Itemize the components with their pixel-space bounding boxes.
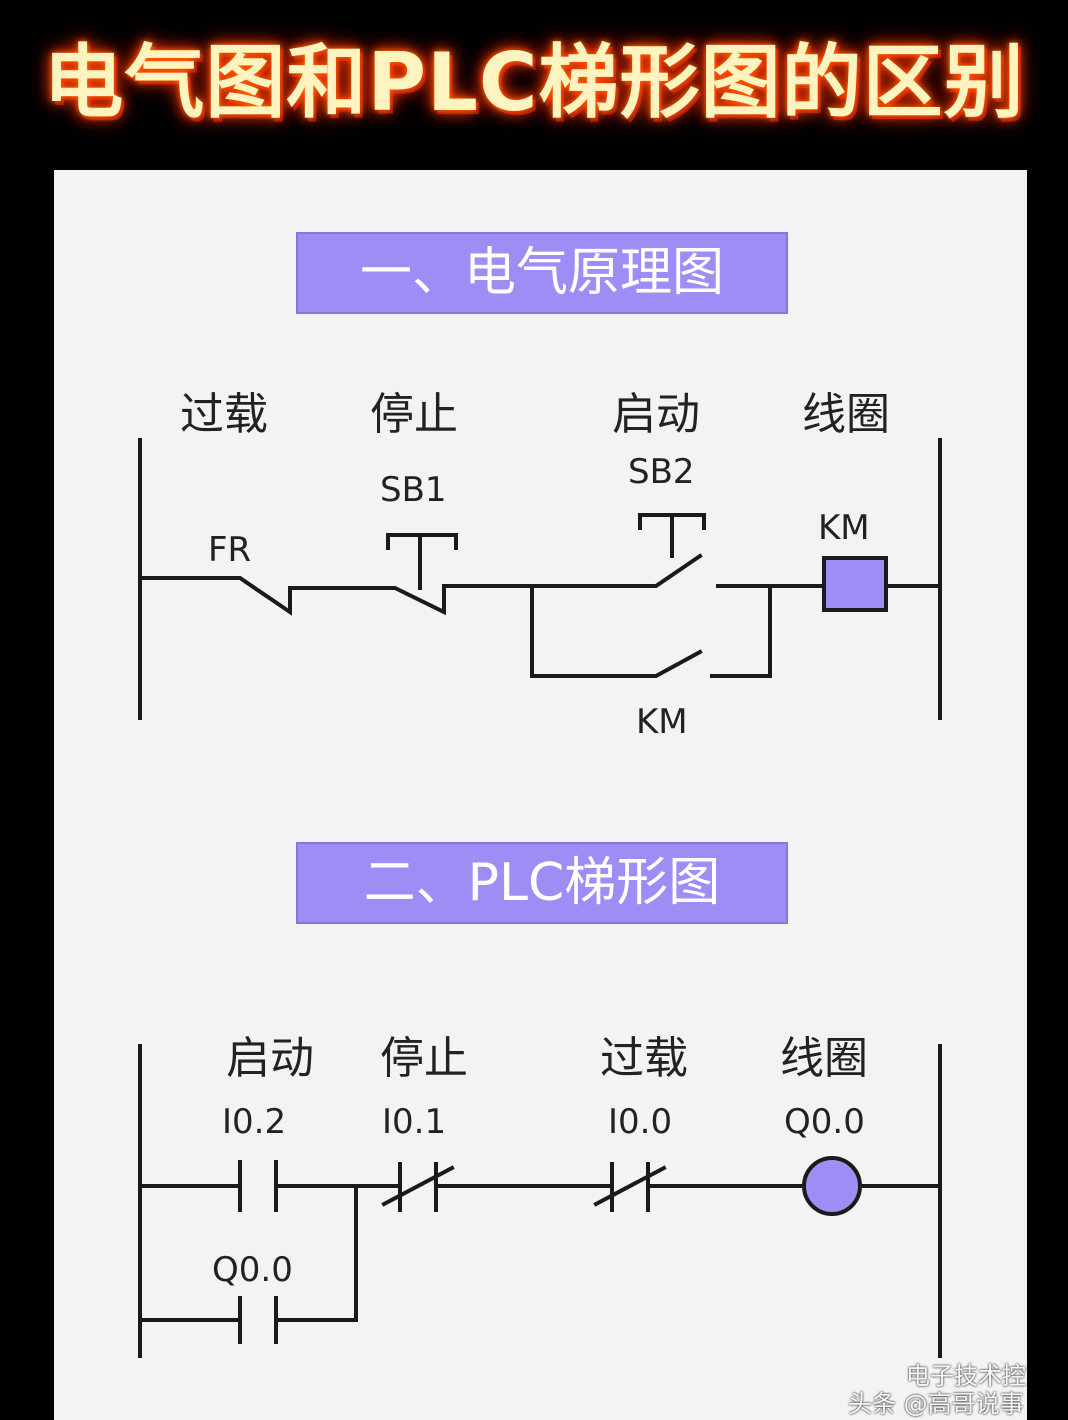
s1-schematic (138, 438, 942, 720)
s2-q00-coil (802, 1156, 862, 1216)
s2-label-start: 启动 (226, 1033, 314, 1084)
section1-heading: 一、电气原理图 (296, 232, 788, 314)
s1-km-branch (530, 584, 772, 678)
section2-heading: 二、PLC梯形图 (296, 842, 788, 924)
watermark-line1: 电子技术控 (906, 1362, 1026, 1390)
s1-sb1-contact (378, 584, 532, 616)
watermark-line2: 头条 @高哥说事 (848, 1390, 1024, 1418)
s1-sb2-contact (528, 553, 822, 588)
s1-label-sb2: SB2 (628, 452, 695, 492)
s1-label-fr: FR (208, 530, 252, 570)
s2-label-q00-contact: Q0.0 (212, 1250, 293, 1290)
s1-sb1-button (386, 533, 458, 590)
s1-label-km-coil: KM (818, 508, 870, 548)
s2-label-coil: 线圈 (780, 1033, 868, 1084)
s2-label-overload: 过载 (600, 1033, 688, 1084)
s2-ladder (138, 1044, 942, 1358)
diagram-panel (54, 170, 1027, 1420)
s1-fr-contact (138, 576, 382, 616)
s2-i02-contact (138, 1160, 358, 1212)
s2-q00-contact (138, 1184, 358, 1344)
s1-km-coil (822, 556, 888, 612)
s2-label-i02: I0.2 (222, 1102, 287, 1142)
s1-sb2-button (638, 513, 706, 558)
s1-label-coil: 线圈 (802, 389, 890, 440)
s1-label-km-contact: KM (636, 702, 688, 742)
s2-i00-contact (593, 1162, 806, 1212)
s1-label-stop: 停止 (370, 389, 458, 440)
s2-i01-contact (354, 1162, 614, 1212)
s1-label-start: 启动 (612, 389, 700, 440)
s2-label-q00: Q0.0 (784, 1102, 865, 1142)
s2-label-stop: 停止 (380, 1033, 468, 1084)
page-title: 电气图和PLC梯形图的区别 (43, 36, 1025, 129)
s2-label-i01: I0.1 (382, 1102, 447, 1142)
s1-label-sb1: SB1 (380, 470, 447, 510)
s2-label-i00: I0.0 (608, 1102, 673, 1142)
s1-label-overload: 过载 (180, 389, 268, 440)
